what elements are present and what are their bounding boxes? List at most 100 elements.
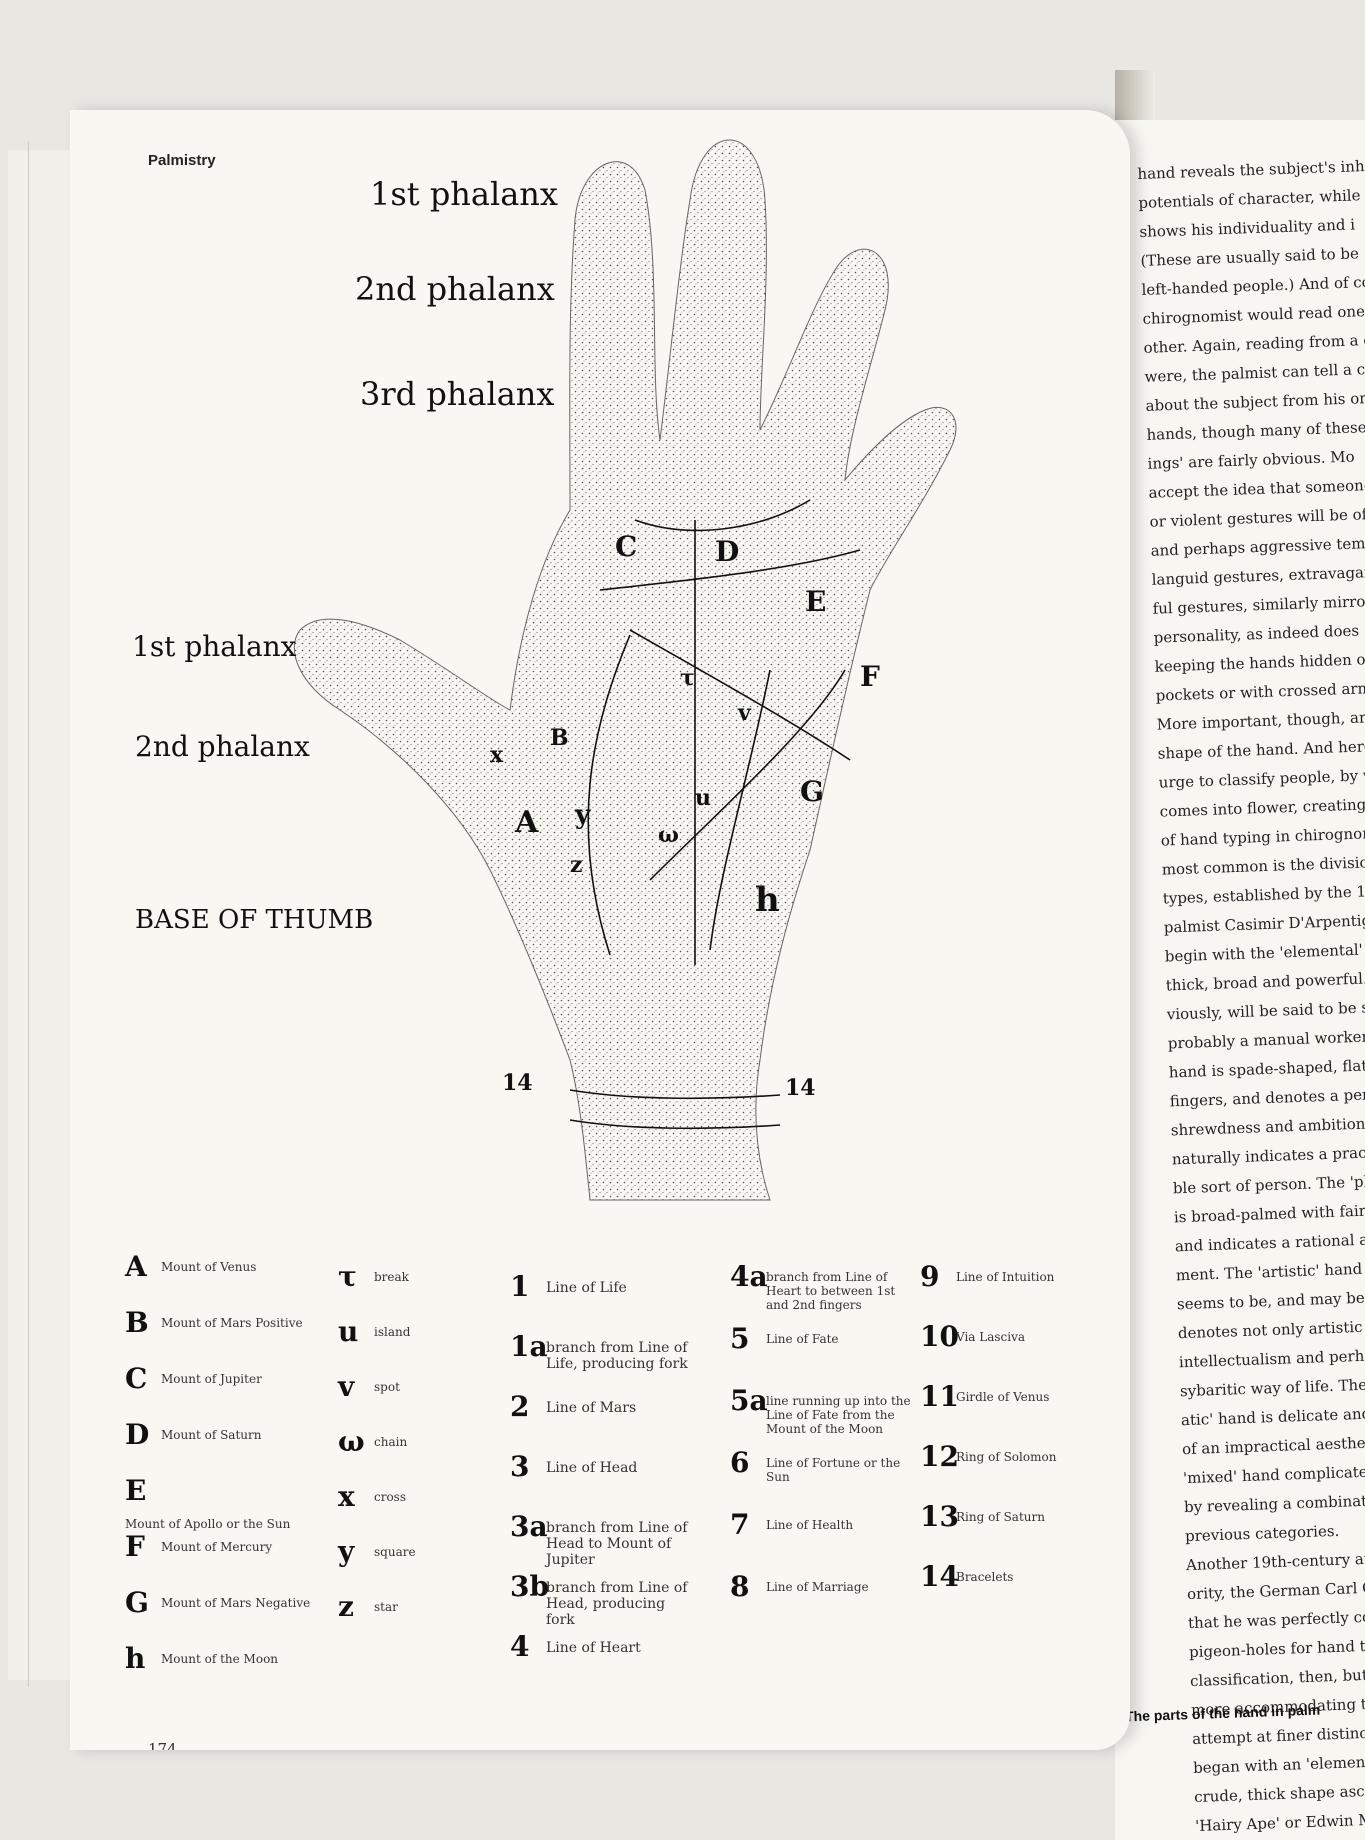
- legend-item: G Mount of Mars Negative: [125, 1586, 325, 1642]
- legend-symbol: 10: [920, 1320, 959, 1353]
- legend-item: 3abranch from Line of Head to Mount of J…: [510, 1510, 740, 1570]
- legend-description: square: [374, 1545, 416, 1559]
- legend-description: Line of Fate: [766, 1332, 839, 1346]
- legend-description: branch from Line of Head to Mount of Jup…: [546, 1520, 688, 1568]
- legend-symbol: 12: [920, 1440, 959, 1473]
- legend-description: Mount of Mars Positive: [161, 1316, 303, 1330]
- legend-symbol: v: [338, 1370, 355, 1403]
- legend-description: Mount of Mercury: [161, 1540, 273, 1554]
- legend-symbol: D: [125, 1418, 150, 1451]
- diagram-label-G: G: [800, 775, 824, 808]
- thumb-base-label: BASE OF THUMB: [135, 905, 374, 935]
- legend-symbol: G: [125, 1586, 149, 1619]
- legend-symbol: A: [125, 1250, 147, 1283]
- legend-item: 10Via Lasciva: [920, 1320, 1120, 1380]
- legend-item: 4 Line of Heart: [510, 1630, 740, 1690]
- legend-description: island: [374, 1325, 411, 1339]
- legend-symbol: 1: [510, 1270, 530, 1303]
- diagram-label-14-left: 14: [502, 1070, 533, 1096]
- diagram-label-B: B: [550, 725, 569, 751]
- hand-outline: [293, 139, 957, 1201]
- legend-symbol: 3a: [510, 1510, 548, 1543]
- legend-description: Mount of Venus: [161, 1260, 257, 1274]
- legend-description: Mount of Apollo or the Sun: [125, 1517, 291, 1531]
- legend-symbol: 2: [510, 1390, 530, 1423]
- legend-description: line running up into the Line of Fate fr…: [766, 1394, 911, 1436]
- diagram-label-z: z: [570, 852, 583, 878]
- legend-description: Mount of Jupiter: [161, 1372, 262, 1386]
- legend-description: branch from Line of Head, producing fork: [546, 1580, 688, 1628]
- legend-symbol: 5a: [730, 1384, 768, 1417]
- legend-item: h Mount of the Moon: [125, 1642, 325, 1698]
- legend-item: 1abranch from Line of Life, producing fo…: [510, 1330, 740, 1390]
- page-header: Palmistry: [148, 152, 216, 169]
- diagram-label-F: F: [860, 660, 880, 693]
- legend-item: 4abranch from Line of Heart to between 1…: [730, 1260, 950, 1322]
- legend-symbol: F: [125, 1530, 145, 1563]
- legend-description: branch from Line of Life, producing fork: [546, 1340, 688, 1372]
- hand-diagram: [293, 139, 957, 1201]
- legend-description: Line of Marriage: [766, 1580, 869, 1594]
- legend-item: 3 Line of Head: [510, 1450, 740, 1510]
- legend-item: A Mount of Venus: [125, 1250, 325, 1306]
- legend-symbol: y: [338, 1535, 355, 1568]
- legend-description: Line of Intuition: [956, 1270, 1055, 1284]
- legend-item: 9 Line of Intuition: [920, 1260, 1120, 1320]
- legend-description: Mount of the Moon: [161, 1652, 279, 1666]
- diagram-label-A: A: [515, 805, 539, 840]
- diagram-label-w: ω: [658, 822, 679, 848]
- page-stack: [8, 142, 88, 1687]
- legend-description: Via Lasciva: [956, 1330, 1026, 1344]
- legend-symbol: 3: [510, 1450, 530, 1483]
- legend-item: B Mount of Mars Positive: [125, 1306, 325, 1362]
- legend-symbol: B: [125, 1306, 149, 1339]
- diagram-label-y: y: [575, 800, 591, 830]
- legend-symbol: 11: [920, 1380, 959, 1413]
- legend-item: y square: [338, 1535, 478, 1590]
- diagram-label-14-right: 14: [785, 1075, 816, 1101]
- legend-description: spot: [374, 1380, 400, 1394]
- legend-symbol: h: [125, 1642, 146, 1675]
- thumb-phalanx-2-label: 2nd phalanx: [135, 730, 310, 763]
- finger-phalanx-2-label: 2nd phalanx: [355, 270, 555, 308]
- legend-description: Mount of Mars Negative: [161, 1596, 311, 1610]
- diagram-label-v: v: [738, 700, 751, 726]
- legend-symbol: 9: [920, 1260, 940, 1293]
- legend-symbol: 14: [920, 1560, 959, 1593]
- legend-description: Line of Heart: [546, 1640, 641, 1656]
- page-number: 174: [148, 1740, 177, 1750]
- legend-description: Girdle of Venus: [956, 1390, 1050, 1404]
- line-of-heart: [599, 549, 861, 591]
- legend-symbol: 13: [920, 1500, 959, 1533]
- legend-description: Line of Head: [546, 1460, 638, 1476]
- legend-description: Line of Health: [766, 1518, 854, 1532]
- legend-symbol: x: [338, 1480, 355, 1513]
- girdle-of-venus: [634, 499, 811, 532]
- legend-item: 5aline running up into the Line of Fate …: [730, 1384, 950, 1446]
- legend-item: 3bbranch from Line of Head, producing fo…: [510, 1570, 740, 1630]
- legend-symbol: 3b: [510, 1570, 550, 1603]
- legend-item: 13Ring of Saturn: [920, 1500, 1120, 1560]
- line-of-head: [629, 629, 851, 761]
- legend-description: branch from Line of Heart to between 1st…: [766, 1270, 896, 1312]
- legend-lines-b: 4abranch from Line of Heart to between 1…: [730, 1260, 950, 1632]
- line-of-life: [587, 634, 631, 956]
- legend-symbol: u: [338, 1315, 359, 1348]
- legend-description: Line of Mars: [546, 1400, 637, 1416]
- legend-symbol: 4: [510, 1630, 530, 1663]
- legend-symbol: z: [338, 1590, 354, 1623]
- diagram-label-C: C: [615, 530, 638, 563]
- legend-description: Ring of Solomon: [956, 1450, 1057, 1464]
